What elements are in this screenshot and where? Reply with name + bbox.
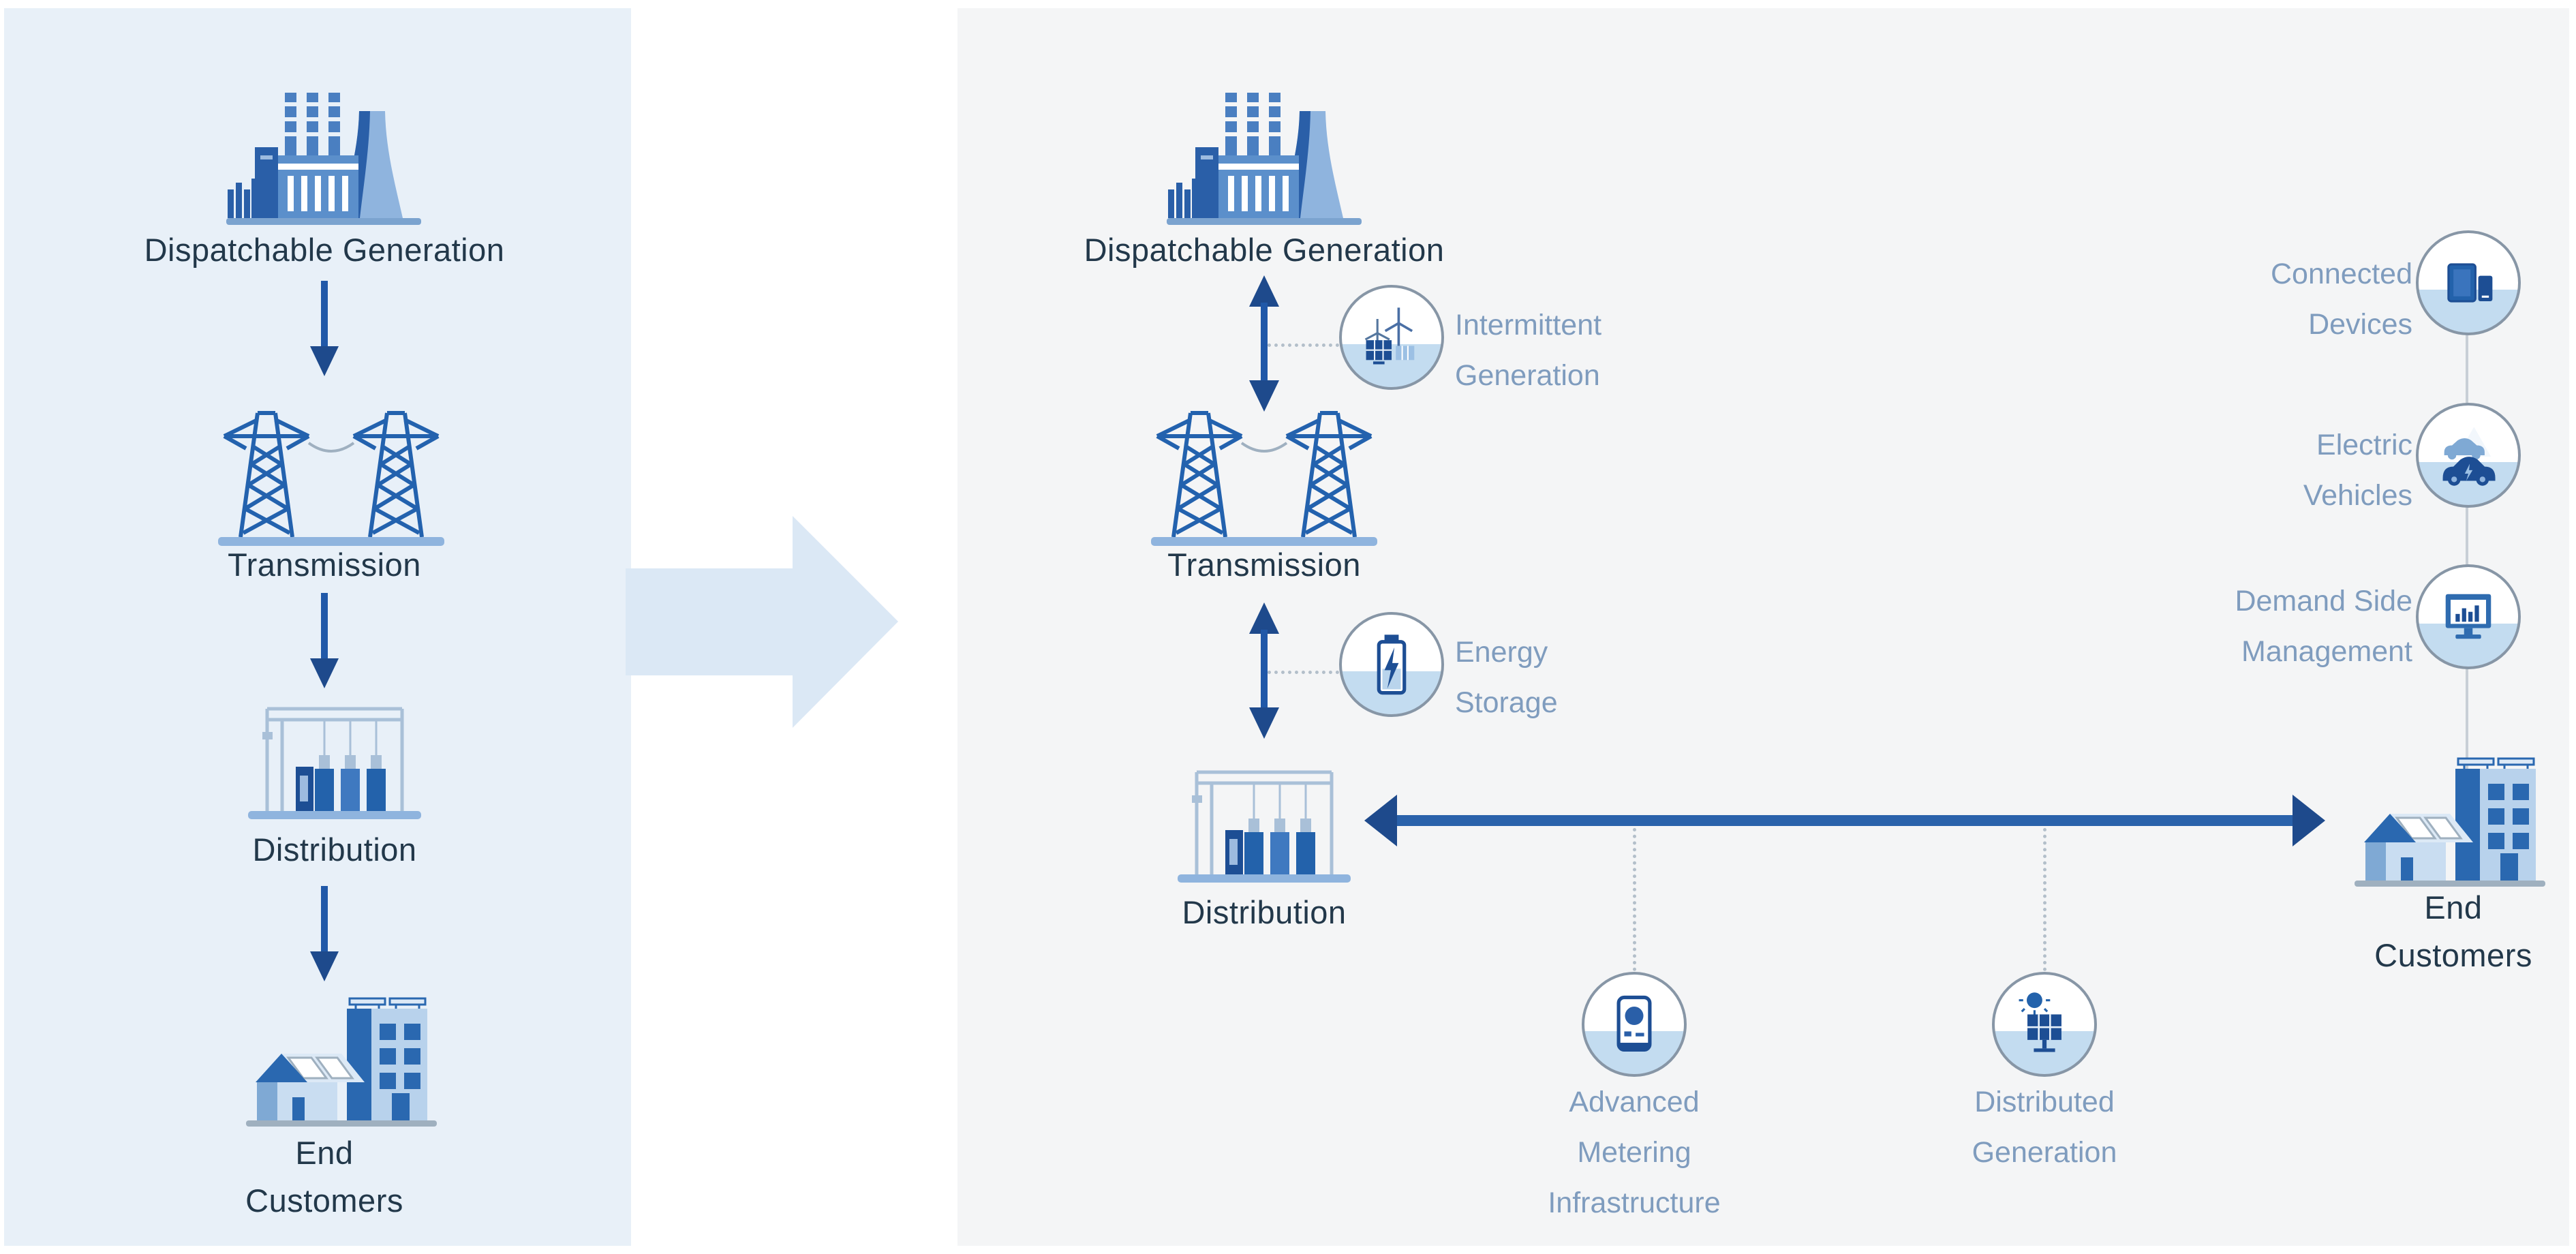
solar-panel-sun-icon: [2019, 992, 2061, 1052]
traditional-grid-panel: Dispatchable Generation Transmission: [4, 8, 631, 1246]
bidirectional-vertical-arrow-icon: [1249, 275, 1279, 412]
transmission-icon: [218, 411, 444, 546]
down-arrow-icon: [310, 886, 339, 981]
down-arrow-icon: [310, 281, 339, 376]
customer-devices-connector-line: [2466, 283, 2468, 777]
advanced-metering-label: Advanced Metering Infrastructure: [1548, 1086, 1721, 1219]
bidirectional-horizontal-arrow-icon: [1364, 795, 2325, 846]
dispatchable-generation-label: Dispatchable Generation: [144, 232, 505, 268]
intermittent-generation-node: [1339, 285, 1444, 390]
demand-side-management-label: Demand Side Management: [2235, 585, 2412, 668]
transformation-arrow-icon: [626, 516, 898, 728]
end-customers-icon: [2355, 757, 2545, 887]
connected-devices-node: [2416, 230, 2521, 335]
demand-side-management-node: [2416, 564, 2521, 669]
battery-icon: [1377, 634, 1407, 695]
electric-car-icon: [2442, 427, 2496, 486]
down-arrow-icon: [310, 593, 339, 688]
energy-storage-node: [1339, 612, 1444, 717]
distribution-icon: [248, 707, 421, 819]
dispatchable-generation-icon: [226, 93, 421, 225]
dotted-link-intermittent: [1268, 343, 1339, 347]
end-customers-icon: [246, 997, 437, 1127]
energy-storage-label: Energy Storage: [1455, 636, 1558, 719]
distribution-label: Distribution: [252, 831, 417, 868]
bidirectional-vertical-arrow-icon: [1249, 602, 1279, 739]
transmission-label: Transmission: [228, 547, 421, 583]
transmission-label: Transmission: [1167, 547, 1361, 583]
end-customers-label-line1: End: [2424, 889, 2483, 926]
smart-grid-panel: Dispatchable Generation: [957, 8, 2569, 1246]
advanced-metering-node: [1582, 972, 1687, 1077]
electric-vehicles-label: Electric Vehicles: [2303, 429, 2412, 512]
distributed-generation-label: Distributed Generation: [1972, 1086, 2117, 1169]
end-customers-label-line2: Customers: [245, 1182, 403, 1219]
transmission-icon: [1151, 411, 1377, 546]
end-customers-label-line2: Customers: [2374, 937, 2532, 973]
distributed-generation-node: [1992, 972, 2097, 1077]
monitor-chart-icon: [2445, 594, 2491, 639]
smart-meter-icon: [1616, 995, 1652, 1052]
connected-devices-label: Connected Devices: [2271, 258, 2412, 341]
dotted-link-storage: [1268, 671, 1339, 674]
intermittent-generation-label: Intermittent Generation: [1455, 309, 1602, 392]
end-customers-label-line1: End: [295, 1135, 354, 1171]
dotted-link-ami: [1633, 828, 1636, 971]
dispatchable-generation-icon: [1167, 93, 1362, 225]
dispatchable-generation-label: Dispatchable Generation: [1084, 232, 1445, 268]
electric-vehicles-node: [2416, 403, 2521, 508]
wind-solar-icon: [1364, 307, 1415, 365]
distribution-label: Distribution: [1182, 894, 1347, 930]
dotted-link-distributed-generation: [2043, 828, 2046, 971]
devices-icon: [2447, 263, 2493, 303]
distribution-icon: [1178, 770, 1351, 883]
